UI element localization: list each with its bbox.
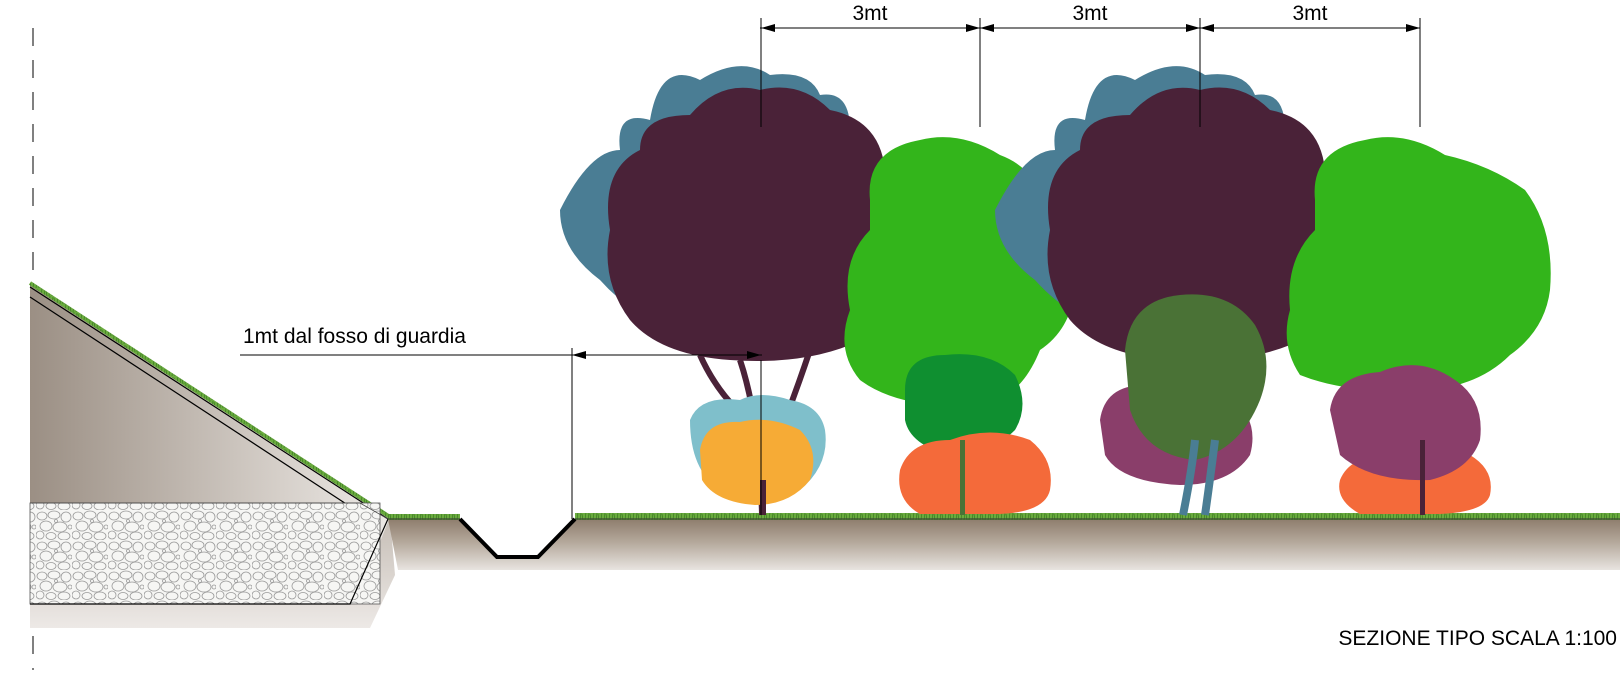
trunk-1 — [760, 480, 766, 515]
trunk-3 — [1420, 440, 1425, 515]
shrub-red-orange-1 — [899, 432, 1051, 514]
dimension-lines — [240, 18, 1421, 519]
tree-purple-2 — [1047, 87, 1362, 361]
ground — [388, 513, 1620, 570]
section-caption: SEZIONE TIPO SCALA 1:100 — [1338, 627, 1617, 650]
guard-ditch — [458, 517, 577, 559]
tree-green-2 — [1286, 137, 1551, 391]
tree-purple-1 — [607, 87, 922, 361]
dimension-label-3: 3mt — [1292, 2, 1327, 25]
dimension-label-1: 3mt — [852, 2, 887, 25]
tree-trunk-2 — [1179, 439, 1219, 516]
shrub-plum-3 — [1330, 365, 1481, 481]
trunk-2 — [960, 440, 965, 515]
ditch-offset-label: 1mt dal fosso di guardia — [243, 325, 466, 348]
dimension-arrows — [572, 24, 1420, 359]
gravel-fill — [29, 502, 381, 605]
embankment — [28, 281, 395, 628]
shrub-orange-1 — [700, 419, 814, 505]
shrub-dark-green-1 — [905, 354, 1023, 455]
tree-olive-2 — [1125, 294, 1267, 460]
dimension-label-2: 3mt — [1072, 2, 1107, 25]
